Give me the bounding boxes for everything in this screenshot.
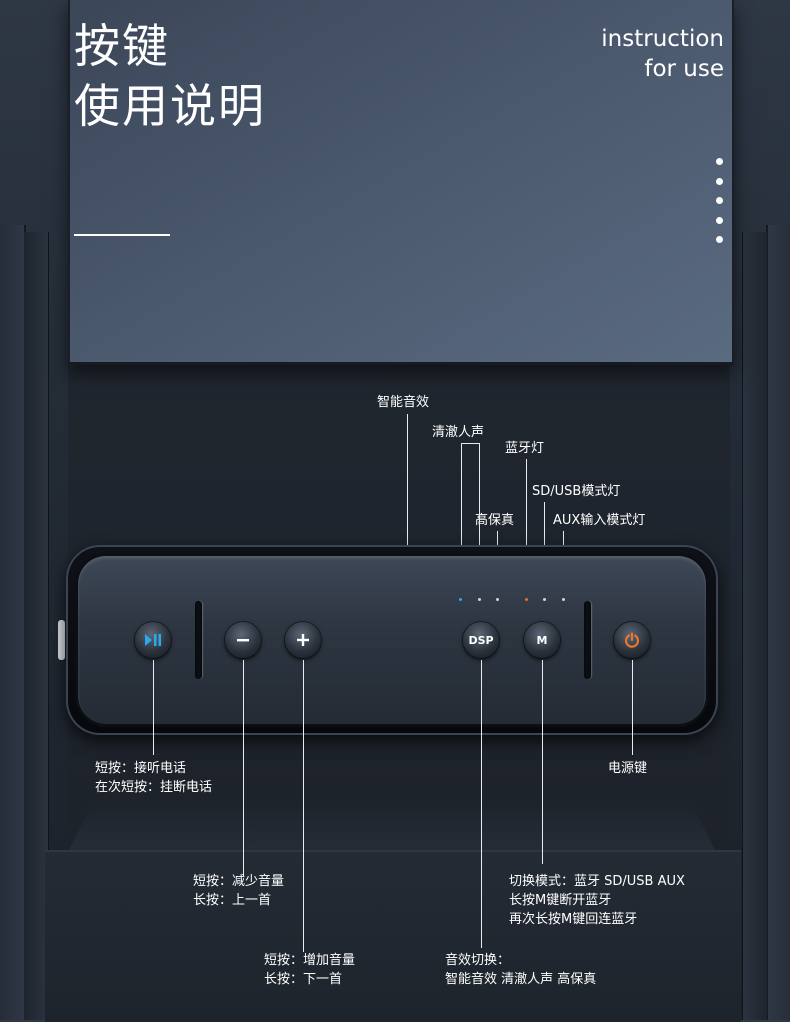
label-sd-usb-light: SD/USB模式灯 bbox=[532, 484, 621, 499]
desc-volume-down-line1: 短按：减少音量 bbox=[193, 874, 285, 889]
power-button[interactable] bbox=[614, 622, 650, 658]
desc-volume-up-line1: 短按：增加音量 bbox=[264, 953, 356, 968]
left-frame-inner bbox=[24, 232, 49, 1020]
desc-dsp-line2: 智能音效 清澈人声 高保真 bbox=[445, 972, 597, 987]
bottom-block bbox=[45, 850, 741, 1022]
desc-dsp: 音效切换： 智能音效 清澈人声 高保真 bbox=[445, 951, 596, 989]
left-frame bbox=[0, 225, 26, 1020]
dot bbox=[716, 216, 723, 224]
header-panel bbox=[68, 0, 734, 365]
dsp-button[interactable]: DSP bbox=[463, 622, 499, 658]
dot bbox=[716, 177, 723, 185]
title-cn-line1: 按键 bbox=[74, 19, 170, 73]
desc-mode-line3: 再次长按M键回连蓝牙 bbox=[509, 912, 638, 927]
leader-volume-down bbox=[243, 660, 244, 876]
leader-dsp bbox=[481, 660, 482, 948]
play-pause-button[interactable] bbox=[135, 622, 171, 658]
power-icon bbox=[625, 632, 639, 648]
title-english: instruction for use bbox=[601, 24, 724, 84]
label-hifi: 高保真 bbox=[475, 513, 515, 528]
desc-volume-down-line2: 长按：上一首 bbox=[193, 893, 272, 908]
leader-clear-voice-v2 bbox=[479, 443, 480, 596]
desc-mode-line1: 切换模式：蓝牙 SD/USB AUX bbox=[509, 874, 685, 889]
bottom-bevel bbox=[68, 800, 716, 852]
slot-right bbox=[584, 601, 591, 679]
desc-play-pause-line1: 短按：接听电话 bbox=[95, 761, 187, 776]
desc-volume-down: 短按：减少音量 长按：上一首 bbox=[193, 872, 284, 910]
desc-dsp-line1: 音效切换： bbox=[445, 953, 511, 968]
right-frame-inner bbox=[742, 232, 767, 1020]
dot bbox=[716, 158, 723, 165]
desc-play-pause-line2: 在次短按：挂断电话 bbox=[95, 780, 213, 795]
leader-smart-sound-v bbox=[407, 414, 408, 600]
led-aux bbox=[562, 598, 565, 601]
dot bbox=[716, 236, 723, 243]
leader-mode bbox=[542, 660, 543, 864]
dot bbox=[716, 197, 723, 204]
desc-play-pause: 短按：接听电话 在次短按：挂断电话 bbox=[95, 759, 212, 797]
desc-mode: 切换模式：蓝牙 SD/USB AUX 长按M键断开蓝牙 再次长按M键回连蓝牙 bbox=[509, 872, 685, 929]
dsp-button-label: DSP bbox=[468, 633, 494, 647]
mode-button[interactable]: M bbox=[524, 622, 560, 658]
leader-power bbox=[632, 660, 633, 755]
desc-volume-up-line2: 长按：下一首 bbox=[264, 972, 343, 987]
title-cn-line2: 使用说明 bbox=[74, 79, 266, 133]
leader-clear-voice-v bbox=[461, 443, 462, 596]
led-smart-sound bbox=[459, 598, 462, 601]
leader-bluetooth bbox=[526, 459, 527, 596]
label-bluetooth-light: 蓝牙灯 bbox=[505, 441, 545, 456]
led-sd-usb bbox=[543, 598, 546, 601]
right-frame bbox=[766, 225, 790, 1020]
desc-mode-line2: 长按M键断开蓝牙 bbox=[509, 893, 612, 908]
desc-power: 电源键 bbox=[608, 759, 647, 778]
desc-power-line1: 电源键 bbox=[608, 761, 648, 776]
title-underline bbox=[74, 234, 170, 236]
led-hifi bbox=[496, 598, 499, 601]
side-tab bbox=[58, 620, 65, 660]
led-bluetooth bbox=[525, 598, 528, 601]
title-en-line2: for use bbox=[644, 56, 724, 82]
slot-left bbox=[195, 601, 202, 679]
control-panel bbox=[78, 556, 706, 724]
play-pause-icon bbox=[145, 634, 161, 646]
decorative-dots bbox=[716, 158, 724, 256]
title-chinese: 按键 使用说明 bbox=[74, 16, 266, 136]
label-clear-voice: 清澈人声 bbox=[432, 425, 485, 440]
minus-icon bbox=[237, 639, 249, 642]
volume-up-button[interactable] bbox=[285, 622, 321, 658]
leader-clear-voice-h bbox=[461, 443, 479, 444]
label-aux-light: AUX输入模式灯 bbox=[553, 513, 646, 528]
volume-down-button[interactable] bbox=[225, 622, 261, 658]
title-en-line1: instruction bbox=[601, 26, 724, 52]
leader-play-pause bbox=[153, 660, 154, 755]
mode-button-label: M bbox=[536, 633, 548, 647]
plus-icon bbox=[297, 634, 309, 646]
led-clear-voice bbox=[478, 598, 481, 601]
leader-volume-up bbox=[303, 660, 304, 952]
label-smart-sound: 智能音效 bbox=[377, 395, 430, 410]
desc-volume-up: 短按：增加音量 长按：下一首 bbox=[264, 951, 355, 989]
